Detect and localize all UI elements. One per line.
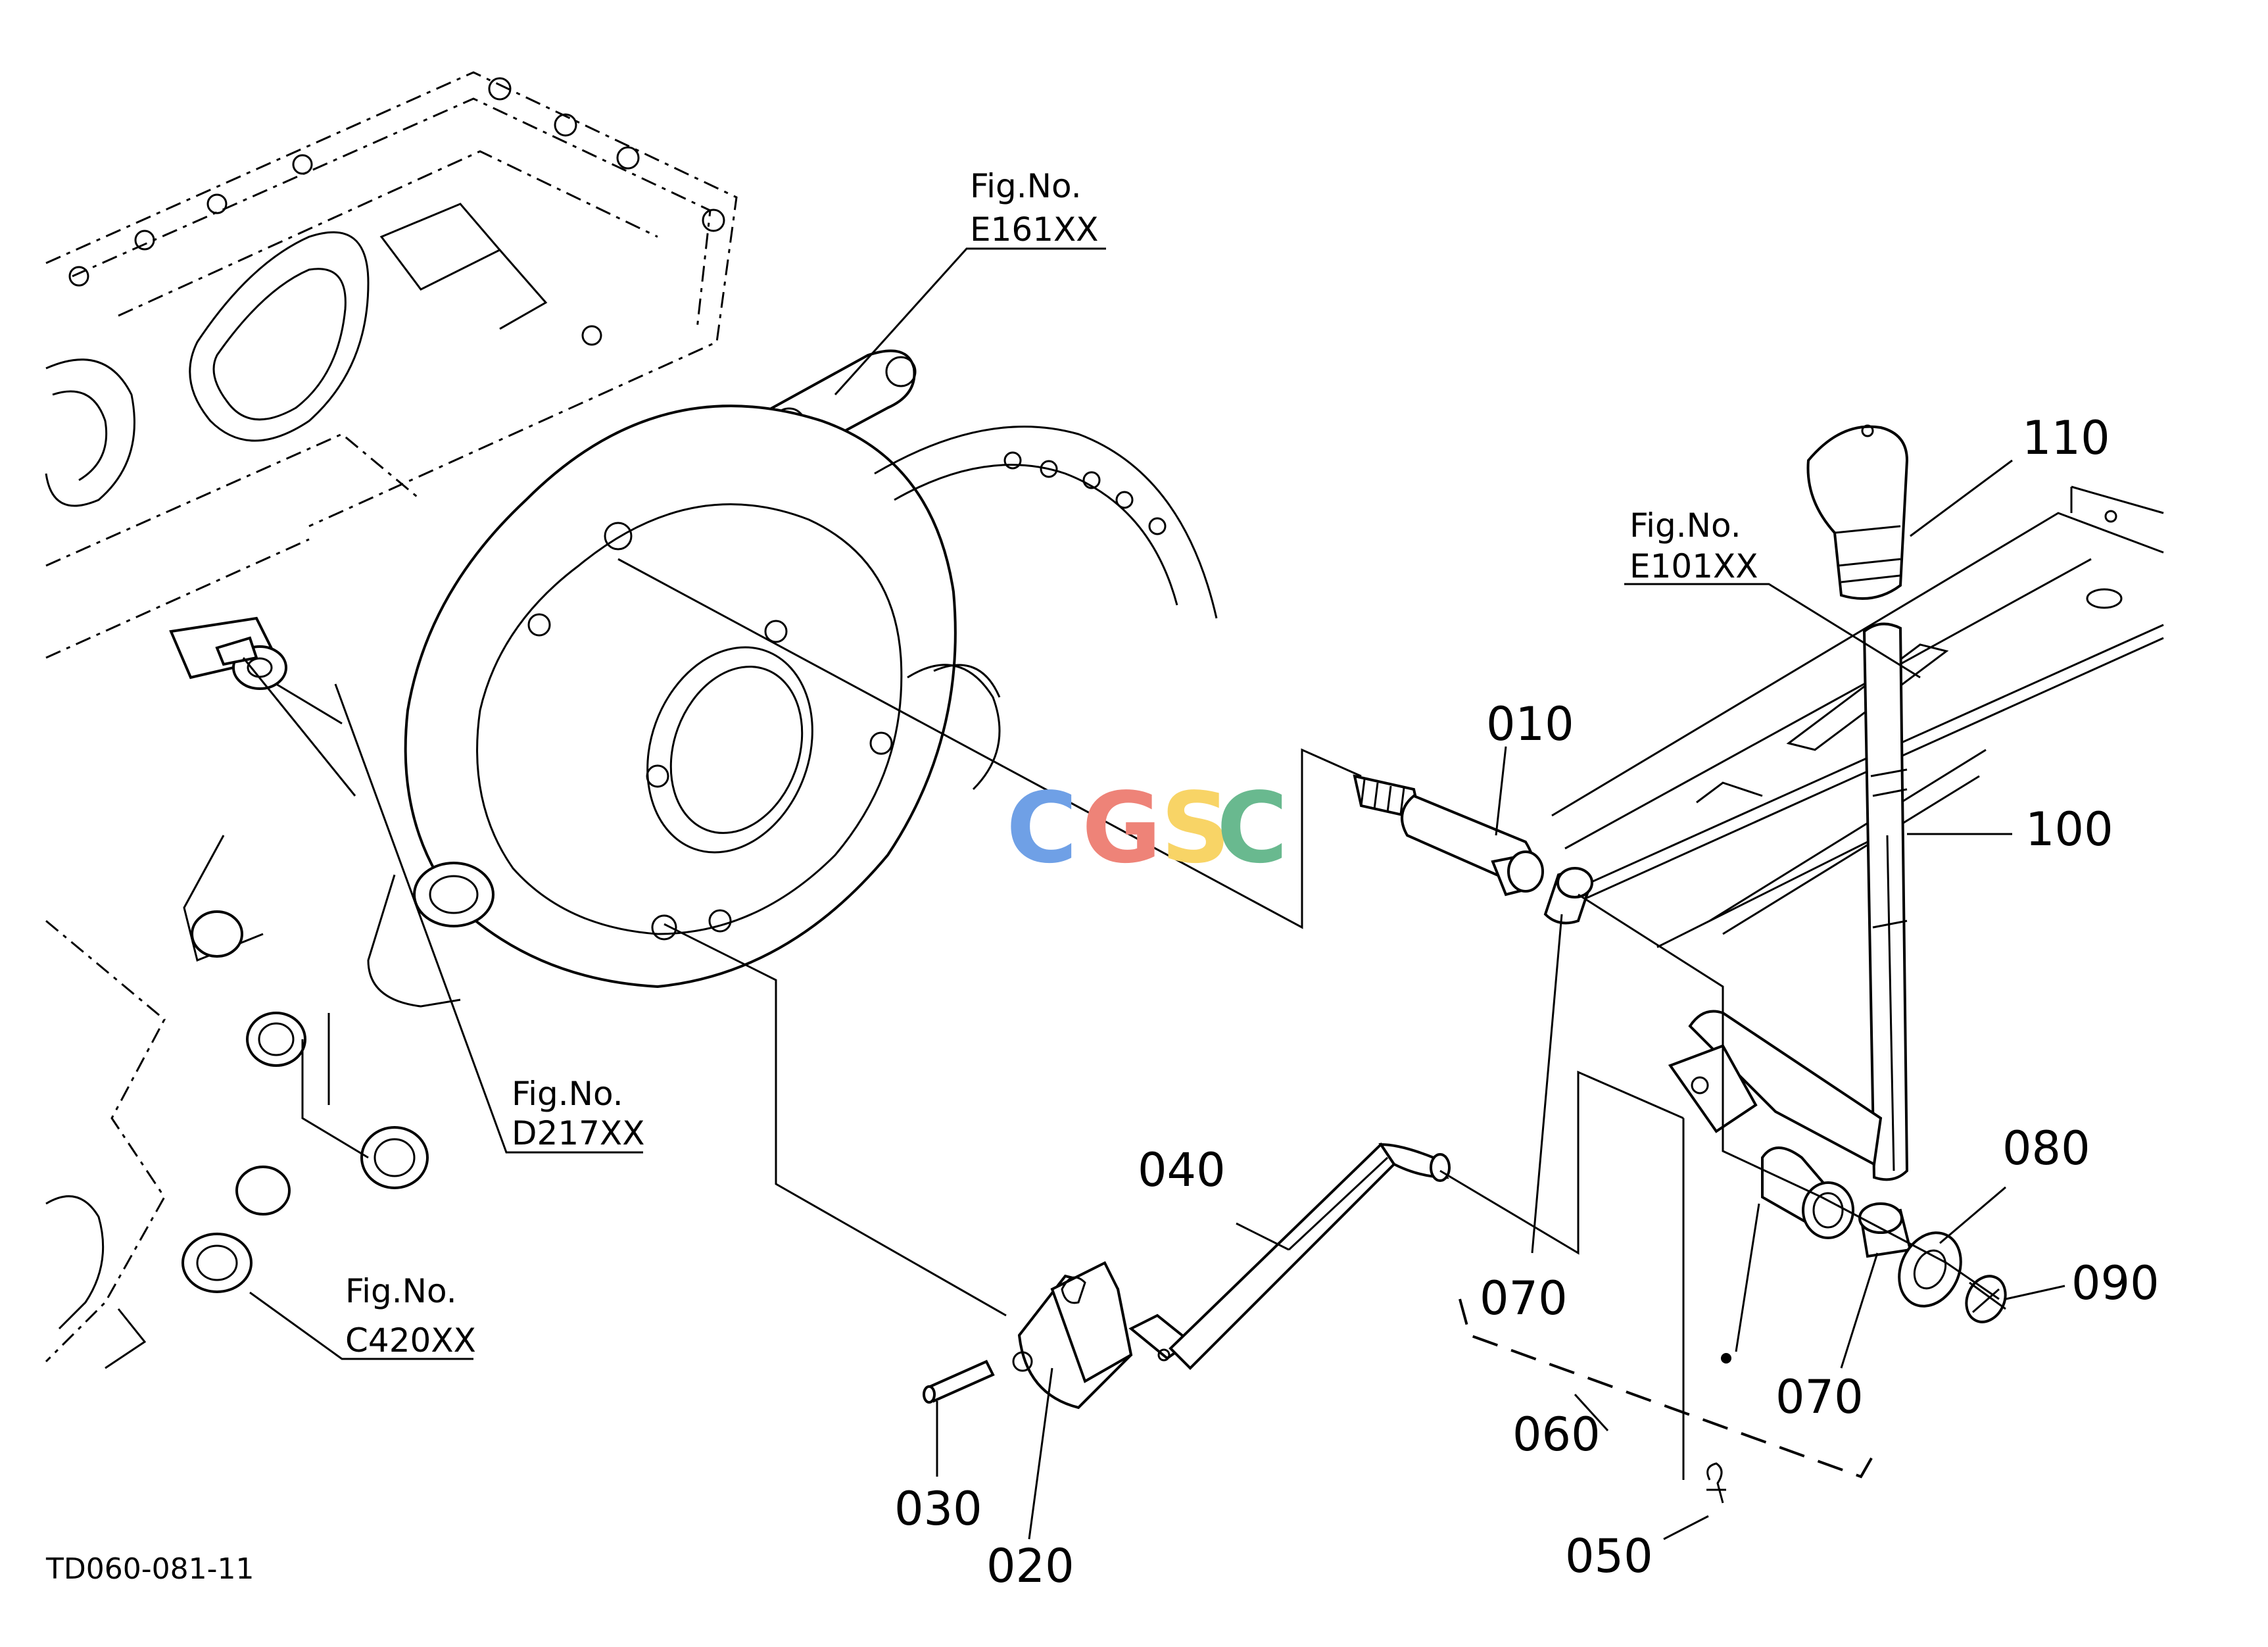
part-010-shaft xyxy=(1353,774,1544,897)
label-100: 100 xyxy=(2025,802,2113,856)
label-020: 020 xyxy=(986,1539,1074,1593)
drawing-code: TD060-081-11 xyxy=(45,1552,254,1586)
part-070-bushing-upper xyxy=(1543,867,1593,925)
watermark-logo: C G S C xyxy=(1006,772,1288,885)
label-060: 060 xyxy=(1512,1408,1601,1462)
figure-ref-label: Fig.No. xyxy=(345,1272,457,1310)
figure-ref-e101: Fig.No. E101XX xyxy=(1629,506,1758,585)
label-040: 040 xyxy=(1138,1143,1226,1197)
part-050-cotter xyxy=(1706,1462,1726,1504)
part-060-marker xyxy=(1721,1353,1731,1364)
label-110: 110 xyxy=(2022,411,2110,465)
watermark-letter-1: C xyxy=(1006,772,1078,885)
part-110-knob xyxy=(1806,424,1909,600)
figure-ref-e161: Fig.No. E161XX xyxy=(970,167,1099,249)
watermark-letter-2: G xyxy=(1082,772,1161,885)
label-080: 080 xyxy=(2002,1121,2090,1175)
casing-bolt-holes xyxy=(68,77,725,346)
figure-ref-label: Fig.No. xyxy=(1629,506,1741,545)
callout-leaders xyxy=(249,247,2065,1540)
figure-ref-c420: Fig.No. C420XX xyxy=(345,1272,476,1360)
part-080-washer xyxy=(1898,1231,1962,1308)
label-010: 010 xyxy=(1486,697,1574,751)
watermark-letter-4: C xyxy=(1217,772,1288,885)
figure-ref-d217: Fig.No. D217XX xyxy=(512,1075,644,1152)
watermark-letter-3: S xyxy=(1161,772,1231,885)
part-100-lever xyxy=(1668,622,1909,1239)
part-number-labels: 010 110 100 080 090 070 070 040 060 050 … xyxy=(894,411,2159,1593)
transmission-case xyxy=(45,71,1218,1369)
part-020-bracket xyxy=(1012,1261,1133,1410)
figure-ref-label: Fig.No. xyxy=(512,1075,623,1113)
part-030-pin xyxy=(923,1360,995,1404)
label-090: 090 xyxy=(2071,1256,2159,1310)
figure-ref-label: Fig.No. xyxy=(970,167,1082,205)
figure-ref-code: C420XX xyxy=(345,1321,476,1360)
label-030: 030 xyxy=(894,1482,982,1536)
part-040-rod xyxy=(1128,1142,1451,1370)
figure-ref-code: E161XX xyxy=(970,210,1099,249)
label-050: 050 xyxy=(1565,1529,1653,1583)
part-090-clip xyxy=(1965,1275,2007,1323)
figure-ref-code: E101XX xyxy=(1629,547,1758,585)
label-070-lower: 070 xyxy=(1775,1370,1864,1424)
figure-ref-code: D217XX xyxy=(512,1114,644,1152)
assembly-lines xyxy=(242,558,2000,1480)
label-070-upper: 070 xyxy=(1480,1271,1568,1325)
